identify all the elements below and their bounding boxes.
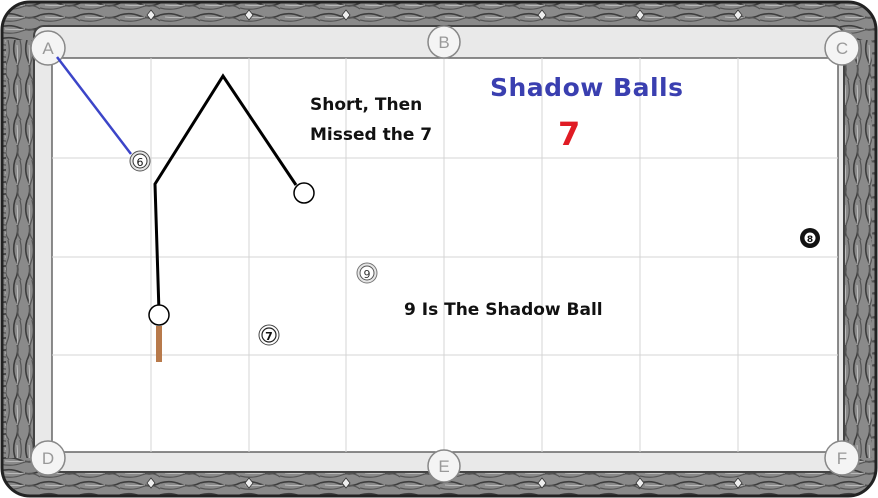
cue-ball-end — [294, 183, 314, 203]
ball-9: 9 — [357, 263, 377, 283]
ball-6: 6 — [130, 151, 150, 171]
ball-9-number: 9 — [364, 268, 371, 281]
ball-7: 7 — [259, 325, 279, 345]
shot-note-line-2: Missed the 7 — [310, 120, 432, 150]
pocket-label-a: A — [42, 39, 54, 58]
diagram-title: Shadow Balls — [490, 73, 684, 102]
pocket-d: D — [31, 441, 65, 475]
pocket-b: B — [428, 26, 460, 58]
shot-note-line-1: Short, Then — [310, 90, 432, 120]
pocket-label-d: D — [42, 449, 54, 468]
ball-6-number: 6 — [137, 156, 144, 169]
pocket-label-c: C — [836, 39, 848, 58]
pocket-c: C — [825, 31, 859, 65]
pocket-label-b: B — [438, 33, 449, 52]
ball-8: 8 — [800, 228, 820, 248]
cue-stick — [156, 326, 162, 362]
playing-surface — [52, 58, 838, 452]
pocket-e: E — [428, 450, 460, 482]
diagram-number: 7 — [558, 115, 580, 153]
ball-8-number: 8 — [807, 235, 813, 245]
cue-ball-start — [149, 305, 169, 325]
pocket-label-f: F — [837, 449, 847, 468]
ball-7-number: 7 — [265, 330, 273, 343]
shot-note: Short, Then Missed the 7 — [310, 90, 432, 150]
shadow-ball-note: 9 Is The Shadow Ball — [404, 300, 603, 320]
pocket-f: F — [825, 441, 859, 475]
pocket-label-e: E — [438, 457, 449, 476]
